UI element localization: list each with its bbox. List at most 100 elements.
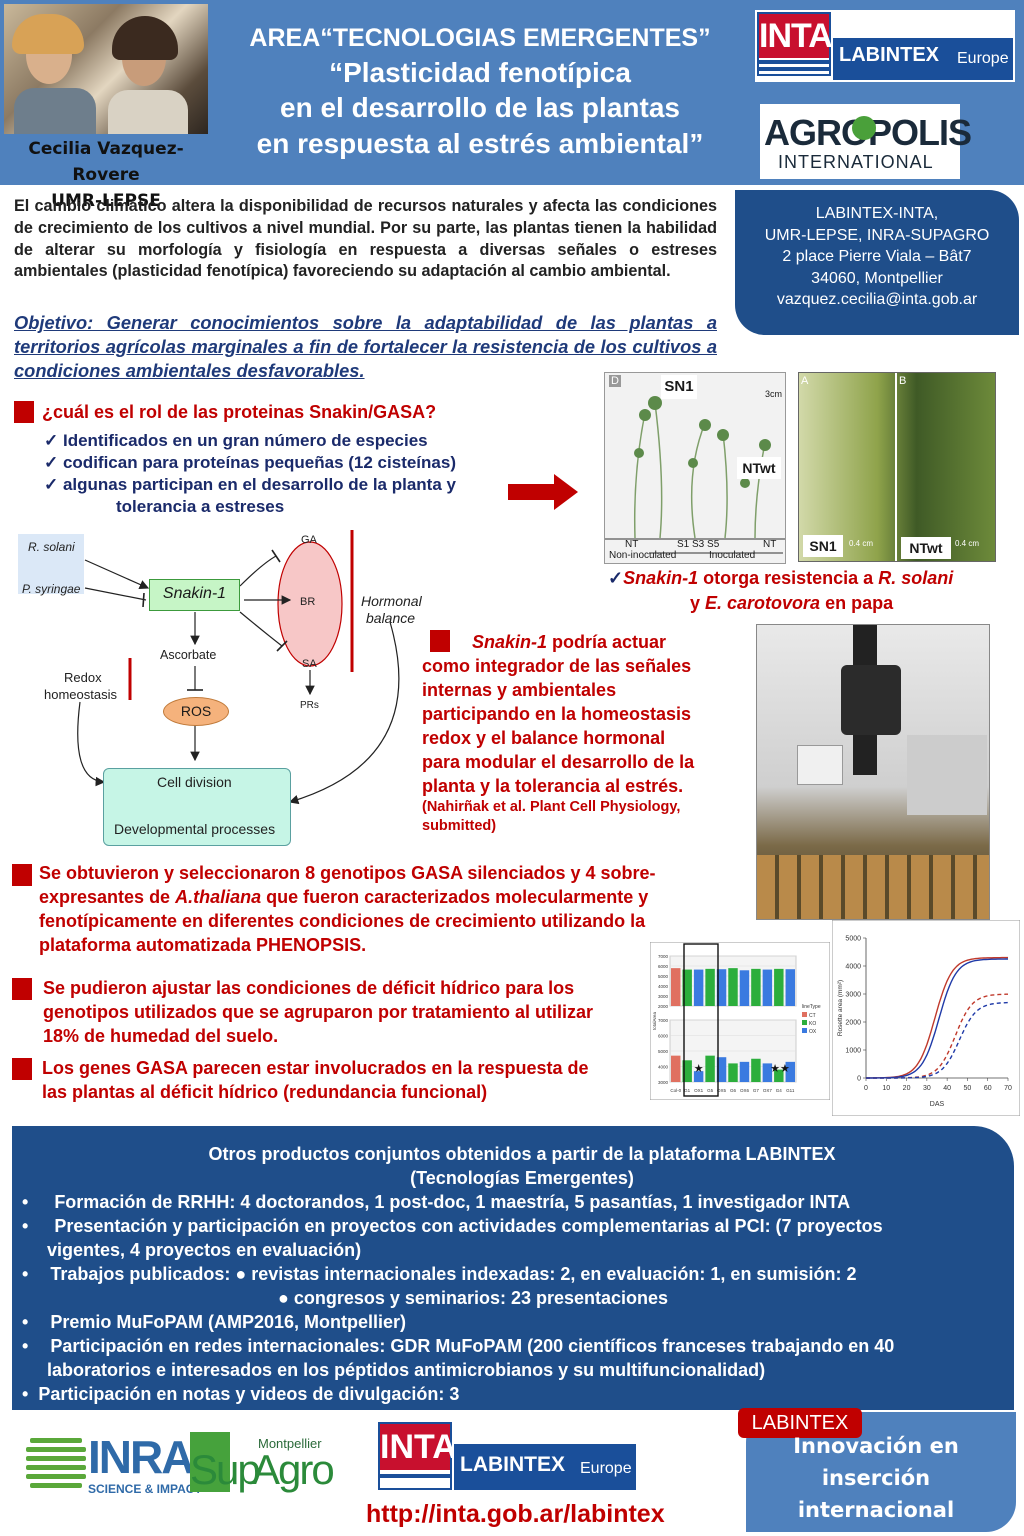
photo-label-a: A [801, 375, 809, 387]
plant-photo-right: A B SN1 0.4 cm NTwt 0.4 cm [798, 372, 996, 562]
redox-label-2: homeostasis [44, 687, 117, 702]
footer-labintex-band: LABINTEX Europe [454, 1444, 636, 1490]
innovation-text: Innovación en inserción internacional [756, 1430, 996, 1526]
pot-trays [757, 855, 989, 919]
bar-legend-label: OX [809, 1029, 817, 1035]
bar-bottom-G4 [774, 1069, 784, 1082]
footer-europe-wordmark: Europe [580, 1460, 632, 1477]
labintex-url-link[interactable]: http://inta.gob.ar/labintex [366, 1500, 665, 1528]
bar-ylabel: totalArea [652, 1011, 657, 1030]
check-icon: ✓ [608, 568, 624, 588]
bar-top-G6 [728, 968, 738, 1006]
gasa-p1-line-1: Se obtuvieron y seleccionaron 8 genotipo… [39, 863, 656, 883]
agropolis-sub: INTERNATIONAL [778, 152, 934, 172]
bar-legend-title: lineType [802, 1004, 821, 1010]
bullet-icon: • [22, 1384, 29, 1404]
plant-photo-left: D SN1 3cm NTwt NT S1 S3 S5 NT Non-inocul… [604, 372, 786, 564]
supagro-agro: Agro [252, 1446, 335, 1493]
bar-category-label: OX6 [740, 1088, 750, 1093]
gasa-p3-line-1: Los genes GASA parecen estar involucrado… [42, 1058, 589, 1078]
snakin-node: Snakin-1 [149, 579, 240, 611]
contact-line-1: LABINTEX-INTA, [815, 205, 939, 222]
body-left [14, 88, 96, 134]
bar-tick-label: 5000 [658, 1049, 669, 1054]
line-y-tick-label: 5000 [845, 936, 861, 943]
nt-label-2: NT [763, 539, 777, 550]
labintex-tag: LABINTEX [738, 1408, 862, 1438]
bar-bottom-OX5 [716, 1057, 727, 1082]
bar-bottom-Col-0 [671, 1055, 681, 1082]
europe-wordmark: Europe [957, 50, 1009, 67]
bullet-square-icon [12, 1058, 32, 1080]
author-name: Cecilia Vazquez-Rovere [28, 139, 184, 185]
line-y-tick-label: 2000 [845, 1020, 861, 1027]
inra-sub: SCIENCE & IMPACT [88, 1482, 202, 1496]
line-y-tick-label: 3000 [845, 992, 861, 999]
bar-bottom-OX7 [762, 1063, 773, 1082]
author-unit: UMR-LEPSE [51, 191, 161, 211]
check-icon: ✓ [44, 475, 63, 494]
resistance-line-1: ✓Snakin-1 otorga resistencia a R. solani [608, 568, 954, 588]
bar-bottom-G1 [682, 1060, 692, 1082]
title-line-2: en el desarrollo de las plantas [280, 92, 680, 123]
inra-stripes [26, 1438, 86, 1488]
bar-tick-label: 4000 [658, 1065, 669, 1070]
bar-top-G11 [785, 969, 795, 1006]
bar-tick-label: 7000 [658, 1018, 669, 1023]
ntwt-label-b: NTwt [901, 537, 951, 559]
gasa-p2-line-2: genotipos utilizados que se agruparon po… [43, 1002, 594, 1022]
otros-bullet-4: •Premio MuFoPAM (AMP2016, Montpellier) [22, 1312, 407, 1332]
bar-tick-label: 7000 [658, 954, 669, 959]
robot-head [841, 665, 901, 735]
bullet-square-icon [12, 978, 32, 1000]
check-item-2: ✓ codifican para proteínas pequeñas (12 … [44, 453, 456, 472]
bar-top-OX1 [693, 969, 704, 1006]
bullet-icon: • [22, 1312, 29, 1332]
bar-category-label: Col-0 [670, 1088, 681, 1093]
scale-label-2: 0.4 cm [849, 539, 874, 548]
bar-top-G4 [774, 968, 784, 1006]
line-x-tick-label: 40 [943, 1085, 951, 1092]
otros-bullet-5-cont: laboratorios e interesados en los péptid… [47, 1360, 766, 1380]
supagro-mark [190, 1432, 230, 1492]
line-x-tick-label: 30 [923, 1085, 931, 1092]
sn1-label-b: SN1 [803, 535, 843, 557]
bar-category-label: OX7 [763, 1088, 773, 1093]
bar-top-OX7 [762, 969, 773, 1006]
bar-legend-swatch [802, 1028, 807, 1033]
bar-highlight-box [683, 943, 719, 1097]
labintex-wordmark: LABINTEX [839, 44, 939, 66]
bullet-icon: • [22, 1264, 29, 1284]
author-photo [4, 4, 208, 134]
scale-label-3: 0.4 cm [955, 539, 980, 548]
plant-sketch-left [605, 396, 785, 554]
nt-label: NT [625, 539, 639, 550]
bar-legend-swatch [802, 1012, 807, 1017]
phenopsis-robot-photo [756, 624, 990, 920]
otros-bullet-3: •Trabajos publicados: ● revistas interna… [22, 1264, 857, 1284]
inta-stripe-2 [759, 67, 829, 71]
intro-paragraph: El cambio climático altera la disponibil… [14, 197, 717, 281]
growth-curve-3 [866, 1001, 1009, 1079]
bar-bottom-G6 [728, 1063, 738, 1082]
check-item-3-cont: tolerancia a estreses [116, 497, 285, 516]
camera-box [797, 745, 843, 785]
bar-category-label: G6 [730, 1088, 737, 1093]
footer-inta-wordmark: INTA [380, 1424, 457, 1470]
bullet-square-icon [430, 630, 450, 652]
sn1-label: SN1 [661, 375, 697, 399]
innovation-line-2: inserción [821, 1466, 931, 1490]
bar-legend-label: CT [809, 1013, 816, 1019]
developmental-label: Developmental processes [114, 821, 276, 837]
innovation-line-1: Innovación en [793, 1434, 959, 1458]
bar-tick-label: 4000 [658, 984, 669, 989]
bar-bottom-G11 [785, 1061, 795, 1082]
cell-processes-box [103, 768, 291, 846]
prs-label: PRs [300, 700, 319, 711]
bar-bottom-G7 [751, 1058, 761, 1082]
p-syringae-label: P. syringae [22, 582, 81, 596]
gasa-p2-line-3: 18% de humedad del suelo. [43, 1026, 279, 1046]
labintex-band: LABINTEX Europe [833, 38, 1013, 80]
agropolis-logo: AGROPOLIS INTERNATIONAL [760, 104, 972, 179]
